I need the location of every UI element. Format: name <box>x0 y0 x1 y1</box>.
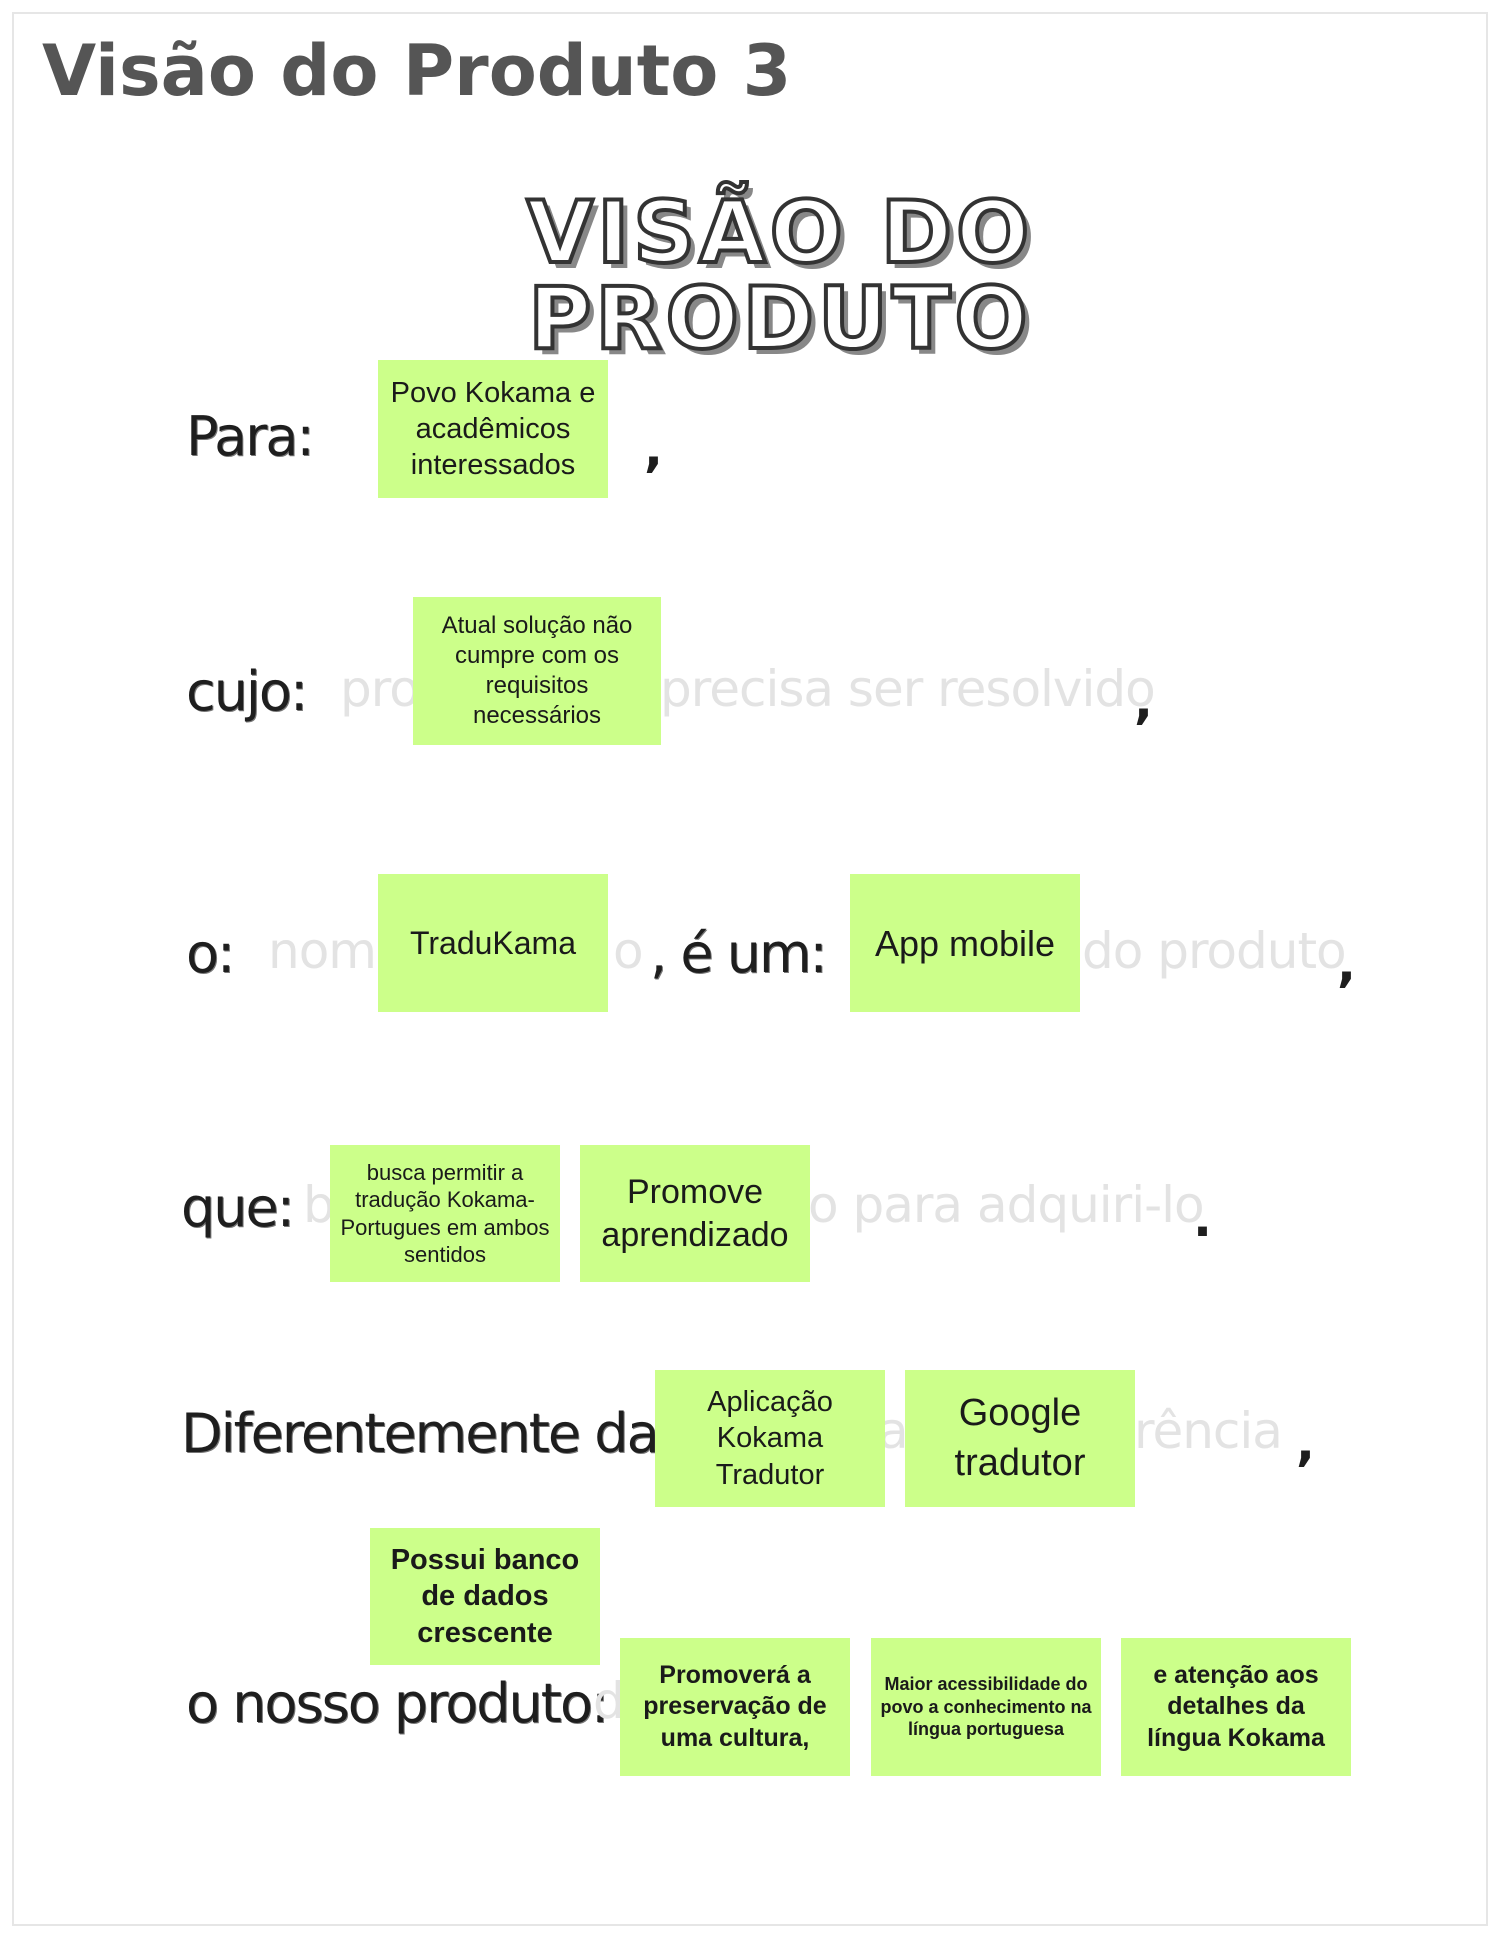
label-nosso-produto: o nosso produto: <box>186 1672 609 1735</box>
que-hint-a: b <box>303 1176 335 1234</box>
que-hint-b: o para adquiri-lo <box>808 1176 1205 1234</box>
cujo-hint-b: precisa ser resolvido <box>660 660 1156 718</box>
que-period: . <box>1193 1190 1212 1248</box>
sticky-nome-produto[interactable]: TraduKama <box>378 874 608 1012</box>
o-hint-b: o <box>613 922 644 980</box>
page-title: Visão do Produto 3 <box>42 30 792 112</box>
dif-comma: , <box>1296 1414 1315 1472</box>
sticky-nosso-3[interactable]: e atenção aos detalhes da língua Kokama <box>1121 1638 1351 1776</box>
o-comma: , <box>1337 935 1356 993</box>
cujo-hint-a: pro <box>340 660 420 718</box>
label-que: que: <box>181 1176 295 1239</box>
sticky-para[interactable]: Povo Kokama e acadêmicos interessados <box>378 360 608 498</box>
sticky-que-2[interactable]: Promove aprendizado <box>580 1145 810 1282</box>
sticky-nosso-1[interactable]: Promoverá a preservação de uma cultura, <box>620 1638 850 1776</box>
sticky-dif-1[interactable]: Aplicação Kokama Tradutor <box>655 1370 885 1507</box>
label-o: o: <box>186 922 235 985</box>
sticky-cujo[interactable]: Atual solução não cumpre com os requisit… <box>413 597 661 745</box>
sticky-que-1[interactable]: busca permitir a tradução Kokama-Portugu… <box>330 1145 560 1282</box>
nosso-hint: d <box>593 1672 625 1730</box>
dif-hint-b: rência <box>1134 1402 1283 1460</box>
sticky-dif-2[interactable]: Google tradutor <box>905 1370 1135 1507</box>
para-comma: , <box>644 420 663 478</box>
board-frame <box>12 12 1488 1926</box>
e-um-hint: do produto <box>1082 922 1347 980</box>
sticky-nosso-2[interactable]: Maior acessibilidade do povo a conhecime… <box>871 1638 1101 1776</box>
banner-title: VISÃO DO PRODUTO <box>525 183 1034 369</box>
label-cujo: cujo: <box>186 660 308 723</box>
cujo-comma: , <box>1134 672 1153 730</box>
label-para: Para: <box>186 405 315 468</box>
sticky-categoria[interactable]: App mobile <box>850 874 1080 1012</box>
label-e-um: , é um: <box>650 922 828 985</box>
sticky-nosso-top[interactable]: Possui banco de dados crescente <box>370 1528 600 1665</box>
label-diferentemente: Diferentemente da: <box>181 1402 676 1465</box>
